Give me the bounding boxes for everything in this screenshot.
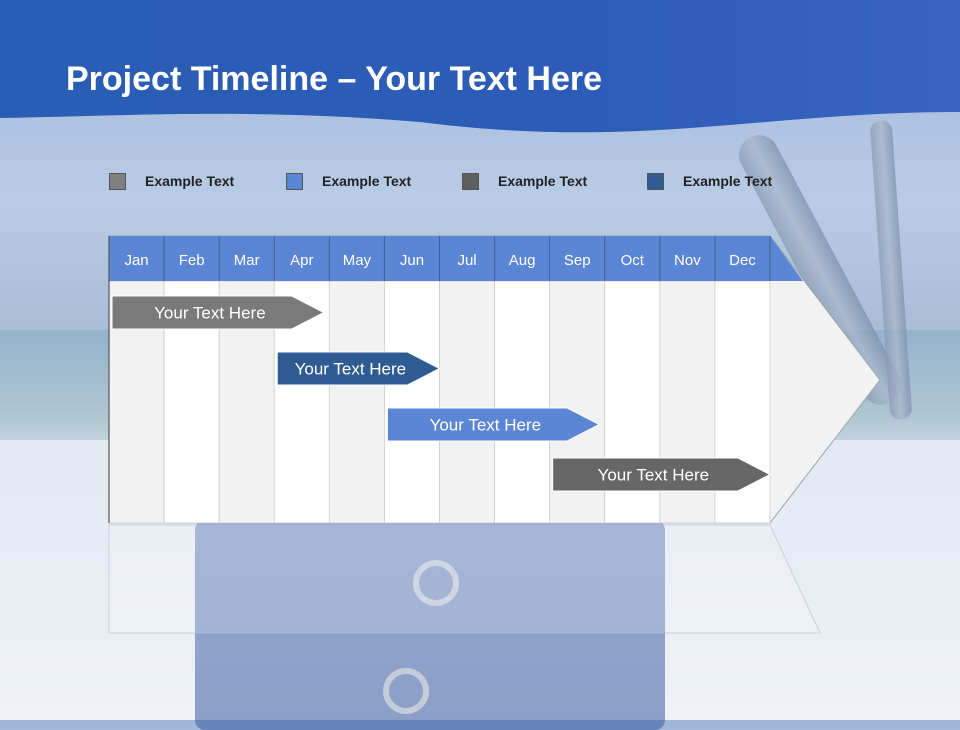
legend-label: Example Text: [322, 173, 412, 189]
legend-swatch: [109, 172, 126, 190]
month-column: [494, 280, 551, 524]
legend-label: Example Text: [683, 173, 773, 189]
month-label-jan: Jan: [124, 252, 148, 269]
timeline-reflection: [108, 524, 821, 634]
task-bar: [552, 457, 772, 492]
task-bar: [386, 407, 601, 442]
task-label: Your Text Here: [154, 304, 266, 323]
legend-item: Example Text: [647, 171, 772, 191]
month-label-may: May: [343, 252, 372, 269]
month-label-oct: Oct: [621, 252, 645, 269]
month-label-nov: Nov: [674, 252, 701, 269]
task-bar: [111, 295, 325, 330]
page-title: Project Timeline – Your Text Here: [66, 60, 602, 99]
month-column: [439, 280, 495, 524]
task-label: Your Text Here: [295, 360, 407, 379]
month-label-feb: Feb: [179, 252, 205, 269]
task-label: Your Text Here: [598, 466, 710, 485]
legend-item: Example Text: [462, 171, 587, 191]
legend-swatch: [462, 172, 479, 190]
legend-label: Example Text: [145, 173, 235, 189]
title-bold: Project Timeline: [66, 60, 329, 98]
month-column: [384, 280, 440, 524]
background-suitcase-latch: [383, 668, 429, 714]
month-label-dec: Dec: [729, 252, 756, 269]
legend-swatch: [647, 172, 664, 190]
background-suitcase-latch: [413, 560, 459, 606]
month-label-mar: Mar: [234, 252, 260, 269]
month-label-sep: Sep: [564, 252, 591, 269]
task-bar: [276, 351, 441, 386]
month-label-apr: Apr: [290, 252, 313, 269]
legend-item: Example Text: [286, 171, 411, 191]
legend-swatch: [286, 172, 303, 190]
task-label: Your Text Here: [430, 416, 542, 435]
month-label-jul: Jul: [457, 252, 476, 269]
month-label-aug: Aug: [509, 252, 536, 269]
header-band: [0, 0, 960, 133]
legend-item: Example Text: [109, 171, 234, 191]
month-header-band: [109, 236, 803, 281]
title-rest: – Your Text Here: [328, 60, 603, 98]
legend-label: Example Text: [498, 173, 588, 189]
month-column: [328, 280, 385, 524]
background-suitcase: [195, 520, 665, 730]
month-label-jun: Jun: [400, 252, 424, 269]
